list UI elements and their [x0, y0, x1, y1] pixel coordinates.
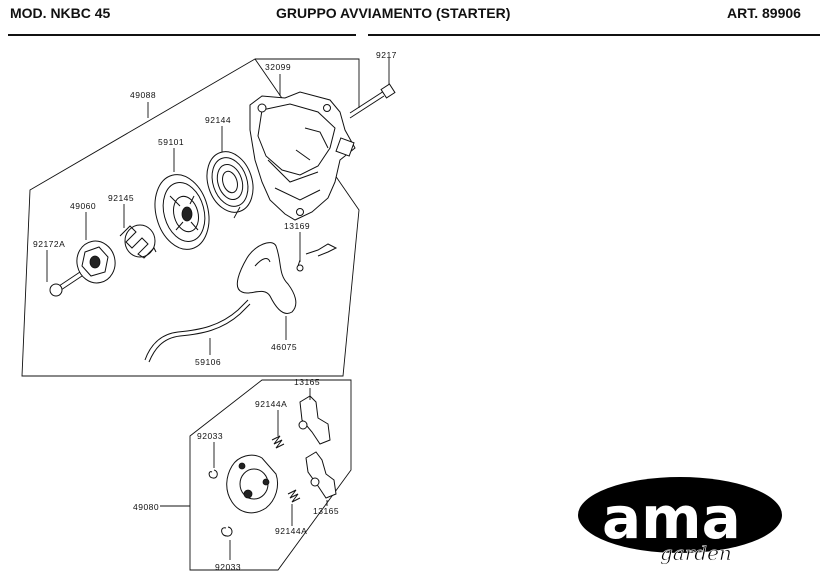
label-59101: 59101 — [158, 137, 184, 147]
ratchet-pawl-bottom — [305, 451, 337, 499]
label-9217: 9217 — [376, 50, 397, 60]
starter-handle — [236, 242, 297, 314]
leader-lines-bottom — [160, 388, 328, 560]
label-46075: 46075 — [271, 342, 297, 352]
label-32099: 32099 — [265, 62, 291, 72]
leader-lines-top — [46, 58, 390, 355]
label-13165-top: 13165 — [294, 377, 320, 387]
center-screw — [49, 271, 83, 297]
clip-top — [208, 469, 218, 479]
logo-tagline-text: garden — [660, 541, 732, 565]
housing-screw — [349, 83, 396, 119]
ratchet-assembly-frame — [189, 379, 352, 571]
label-49060: 49060 — [70, 201, 96, 211]
recoil-spring — [206, 151, 254, 219]
label-59106: 59106 — [195, 357, 221, 367]
ratchet-hub — [226, 454, 279, 514]
header-rule-left — [8, 34, 356, 36]
clip-bottom — [221, 526, 233, 537]
label-13165-bottom: 13165 — [313, 506, 339, 516]
header-rule-right — [368, 34, 820, 36]
pawl-spring-top — [271, 435, 285, 449]
article-number: ART. 89906 — [727, 5, 801, 21]
label-49080: 49080 — [133, 502, 159, 512]
starter-housing — [249, 91, 356, 221]
logo-brand-text: ama — [602, 484, 741, 552]
model-label: MOD. NKBC 45 — [10, 5, 111, 21]
label-92172A: 92172A — [33, 239, 65, 249]
label-92144A-bottom: 92144A — [275, 526, 307, 536]
label-92033-bottom: 92033 — [215, 562, 241, 572]
starter-assembly-frame — [21, 58, 360, 377]
label-92033-top: 92033 — [197, 431, 223, 441]
pawl-spring-bottom — [287, 489, 301, 503]
page-title: GRUPPO AVVIAMENTO (STARTER) — [276, 5, 511, 21]
ama-garden-logo: ama garden — [578, 477, 782, 565]
starter-rope — [144, 299, 251, 363]
label-13169: 13169 — [284, 221, 310, 231]
starter-reel — [154, 174, 210, 250]
ratchet-pulley — [76, 240, 116, 284]
small-spring — [119, 224, 157, 259]
label-92144A-top: 92144A — [255, 399, 287, 409]
label-49088: 49088 — [130, 90, 156, 100]
ratchet-pawl-top — [298, 395, 331, 445]
label-92144: 92144 — [205, 115, 231, 125]
rope-hook — [296, 243, 338, 272]
label-92145: 92145 — [108, 193, 134, 203]
